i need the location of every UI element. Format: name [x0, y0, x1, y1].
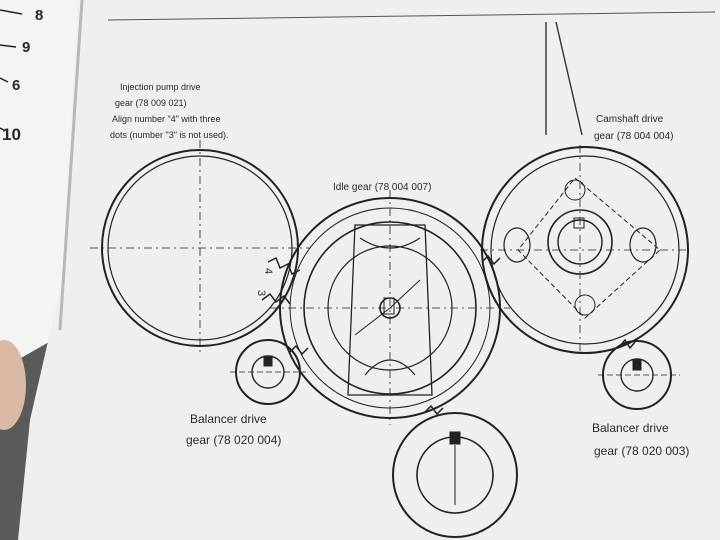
page-gutter — [58, 0, 84, 331]
left-balancer-gear — [230, 339, 306, 405]
idle-gear-label: Idle gear (78 004 007) — [333, 182, 431, 193]
camshaft-leader-diagonal — [555, 21, 583, 136]
right-page — [18, 0, 720, 540]
idle-gear — [270, 190, 510, 425]
gear-mark-4: 4 — [262, 268, 274, 274]
page-number-8: 8 — [35, 7, 43, 24]
injection-pump-label-line-1: Injection pump drive — [120, 82, 201, 92]
right-balancer-label-line-2: gear (78 020 003) — [594, 444, 689, 458]
page-number-10: 10 — [2, 125, 21, 144]
thumb — [0, 340, 26, 430]
bottom-gear — [392, 412, 518, 538]
injection-pump-label-line-4: dots (number "3" is not used). — [110, 130, 228, 140]
camshaft-label-line-2: gear (78 004 004) — [594, 131, 674, 142]
right-balancer-gear — [598, 338, 680, 410]
page-number-9: 9 — [22, 39, 30, 56]
left-balancer-label-line-2: gear (78 020 004) — [186, 433, 281, 447]
injection-pump-label-line-2: gear (78 009 021) — [115, 98, 187, 108]
left-page-ticks — [0, 9, 23, 131]
figure-top-border — [107, 11, 716, 21]
right-balancer-label-line-1: Balancer drive — [592, 421, 669, 435]
gear-mark-3: 3 — [255, 290, 267, 296]
page-number-6: 6 — [12, 77, 20, 94]
camshaft-gear — [480, 145, 690, 355]
camshaft-label-line-1: Camshaft drive — [596, 114, 664, 125]
injection-pump-label-line-3: Align number "4" with three — [112, 114, 220, 124]
left-balancer-label-line-1: Balancer drive — [190, 412, 267, 426]
